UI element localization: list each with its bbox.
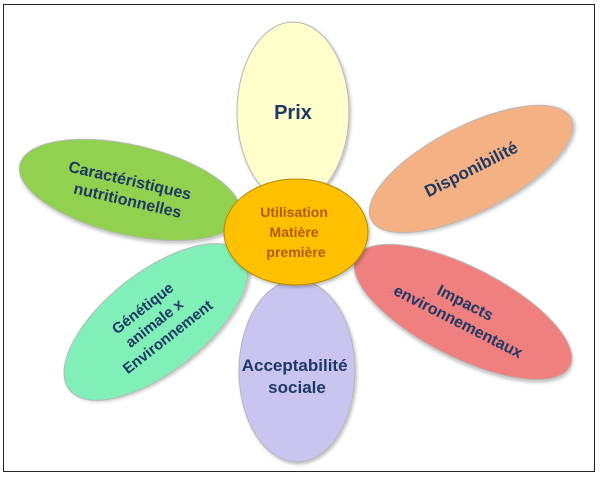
- petal-caracteristiques: Caractéristiques nutritionnelles: [18, 138, 242, 242]
- petal-acceptabilite-label: Acceptabilité sociale: [242, 356, 353, 397]
- petal-genetique-label: Génétique animale x Environnement: [96, 267, 216, 378]
- petal-impacts: Impacts environnementaux: [353, 243, 573, 381]
- center-node: Utilisation Matière première: [223, 178, 369, 286]
- center-label: Utilisation Matière première: [260, 204, 332, 260]
- petal-genetique: Génétique animale x Environnement: [63, 243, 249, 401]
- petal-acceptabilite: Acceptabilité sociale: [238, 279, 356, 463]
- petal-prix-label: Prix: [274, 102, 312, 124]
- petal-disponibilite: Disponibilité: [368, 104, 574, 234]
- petal-prix: Prix: [236, 21, 350, 203]
